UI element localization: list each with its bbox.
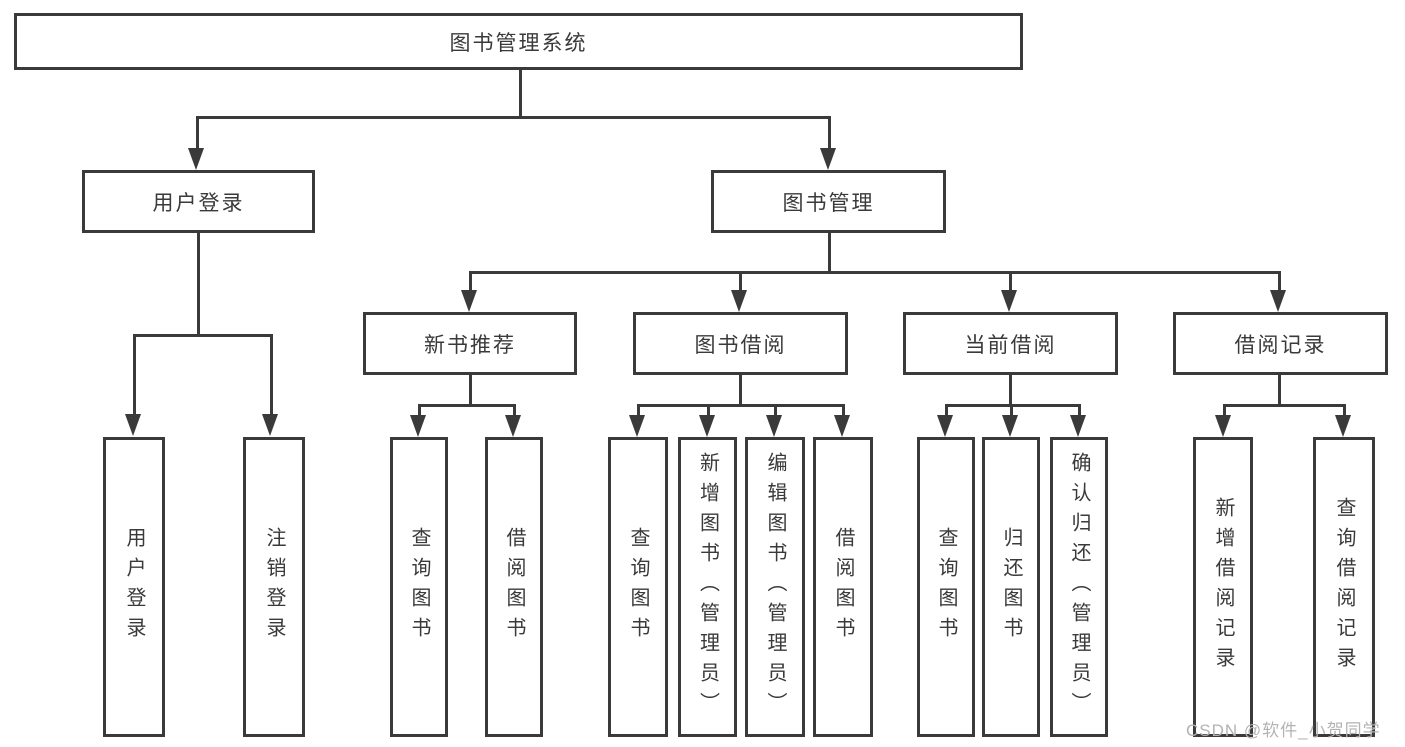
leaf-query-book-borrow: 查询图书: [608, 437, 668, 737]
csdn-watermark: CSDN @软件_小贺同学: [1186, 721, 1381, 740]
arrowhead-down-icon: [699, 415, 715, 437]
leaf-add-book-admin: 新增图书（管理员）: [678, 437, 737, 737]
connector-new-book-rec-branch: [418, 404, 516, 407]
connector-level3-branch: [469, 271, 1280, 274]
node-new-book-rec: 新书推荐: [363, 312, 577, 375]
connector-to-leaf: [1078, 404, 1081, 417]
arrowhead-down-icon: [1002, 415, 1018, 437]
leaf-borrow-book: 借阅图书: [813, 437, 873, 737]
connector-to-leaf: [513, 404, 516, 417]
arrowhead-down-icon: [1215, 415, 1231, 437]
connector-to-leaf: [1343, 404, 1346, 417]
leaf-query-book-rec: 查询图书: [390, 437, 448, 737]
arrowhead-down-icon: [125, 414, 141, 436]
connector-borrow-records-stub: [1278, 375, 1281, 406]
connector-user-login-branch: [133, 334, 273, 337]
connector-to-leaf-login: [133, 334, 136, 416]
connector-book-borrow-branch: [637, 404, 844, 407]
arrowhead-down-icon: [410, 415, 426, 437]
node-root: 图书管理系统: [14, 13, 1023, 70]
connector-user-login-stub: [197, 233, 200, 336]
connector-to-leaf: [842, 404, 845, 417]
arrowhead-down-icon: [834, 415, 850, 437]
arrowhead-down-icon: [1335, 415, 1351, 437]
connector-to-new-book-rec: [469, 271, 472, 291]
arrowhead-down-icon: [461, 290, 477, 312]
node-book-mgmt: 图书管理: [711, 170, 946, 233]
connector-to-leaf: [637, 404, 640, 417]
node-borrow-records: 借阅记录: [1173, 312, 1388, 375]
connector-to-leaf: [707, 404, 710, 417]
connector-to-leaf: [418, 404, 421, 417]
connector-book-borrow-stub: [739, 375, 742, 406]
connector-current-borrow-stub: [1009, 375, 1012, 406]
leaf-return-book: 归还图书: [982, 437, 1040, 737]
leaf-user-login: 用户登录: [103, 437, 165, 737]
connector-to-book-mgmt: [828, 116, 831, 150]
connector-root-stub: [519, 70, 522, 118]
leaf-logout: 注销登录: [243, 437, 305, 737]
connector-new-book-rec-stub: [469, 375, 472, 406]
connector-to-borrow-records: [1278, 271, 1281, 291]
arrowhead-down-icon: [766, 415, 782, 437]
node-user-login-group: 用户登录: [82, 170, 315, 233]
arrowhead-down-icon: [262, 414, 278, 436]
arrowhead-down-icon: [731, 290, 747, 312]
arrowhead-down-icon: [1070, 415, 1086, 437]
connector-to-leaf: [1010, 404, 1013, 417]
arrowhead-down-icon: [820, 148, 836, 170]
leaf-confirm-return-admin: 确认归还（管理员）: [1050, 437, 1108, 737]
leaf-borrow-book-rec: 借阅图书: [485, 437, 543, 737]
connector-to-leaf: [945, 404, 948, 417]
arrowhead-down-icon: [1001, 290, 1017, 312]
connector-to-leaf: [774, 404, 777, 417]
leaf-query-book-current: 查询图书: [917, 437, 975, 737]
connector-to-leaf: [1223, 404, 1226, 417]
connector-book-mgmt-stub: [828, 233, 831, 273]
connector-to-user-login: [196, 116, 199, 150]
node-book-borrow: 图书借阅: [633, 312, 848, 375]
leaf-add-borrow-record: 新增借阅记录: [1193, 437, 1253, 737]
connector-to-leaf-logout: [270, 334, 273, 416]
connector-borrow-records-branch: [1223, 404, 1345, 407]
arrowhead-down-icon: [188, 148, 204, 170]
node-current-borrow: 当前借阅: [903, 312, 1118, 375]
leaf-query-borrow-record: 查询借阅记录: [1313, 437, 1375, 737]
arrowhead-down-icon: [1270, 290, 1286, 312]
arrowhead-down-icon: [505, 415, 521, 437]
connector-to-current-borrow: [1009, 271, 1012, 291]
leaf-edit-book-admin: 编辑图书（管理员）: [745, 437, 805, 737]
arrowhead-down-icon: [937, 415, 953, 437]
connector-to-book-borrow: [739, 271, 742, 291]
arrowhead-down-icon: [629, 415, 645, 437]
connector-level2-branch: [196, 116, 831, 119]
